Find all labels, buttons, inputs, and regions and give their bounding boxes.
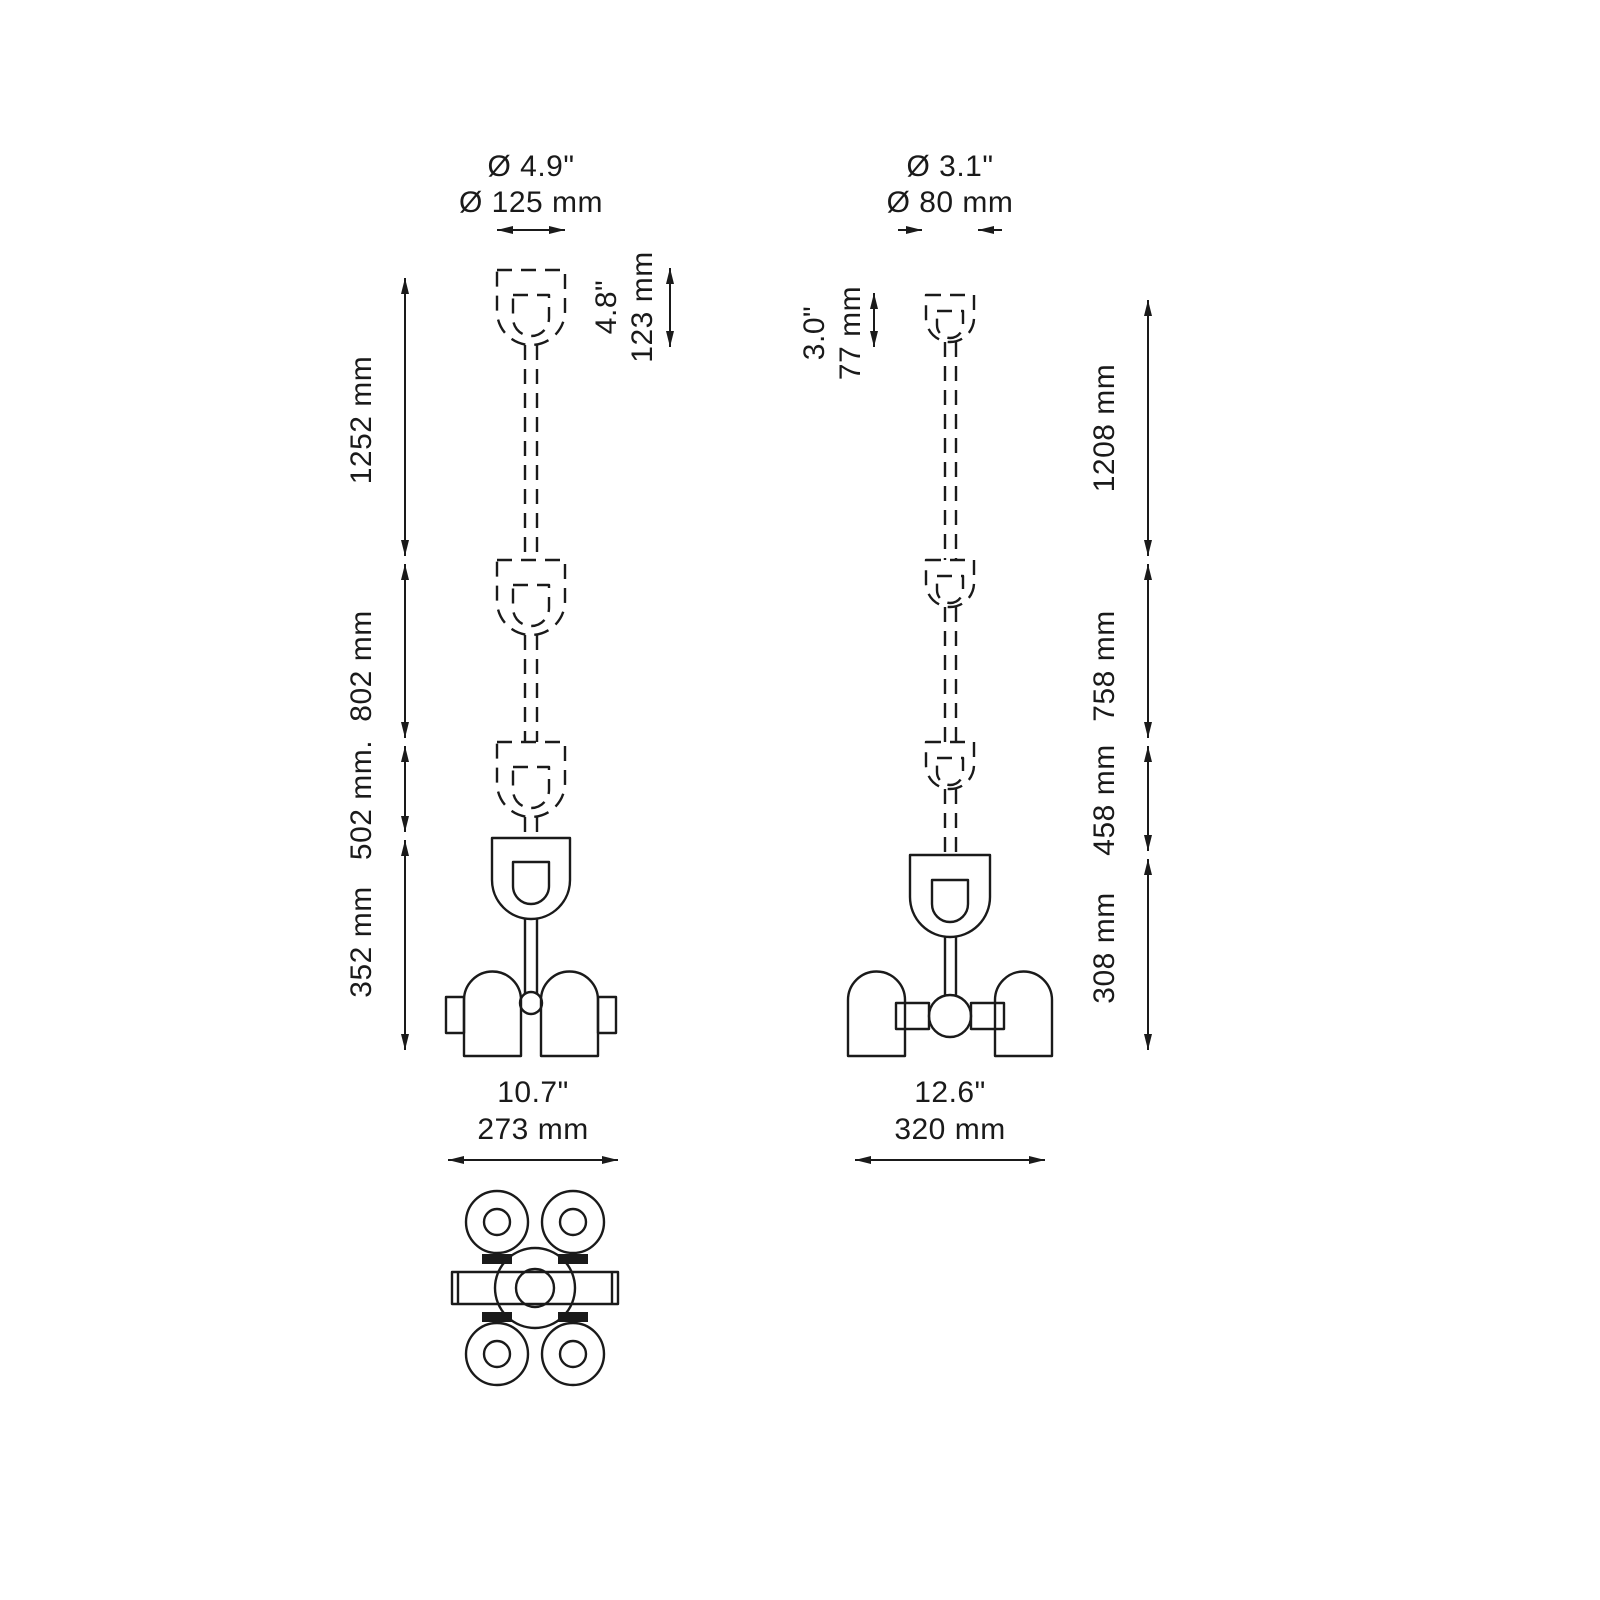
right-canopy-position-1-outer bbox=[924, 293, 976, 344]
left-canopy-position-2-outer bbox=[495, 558, 567, 637]
right-canopy-position-1-inner bbox=[935, 309, 965, 340]
right-figure-dimensions: Ø 3.1" Ø 80 mm 3.0" 77 mm 1208 mm 758 mm… bbox=[798, 150, 1152, 1164]
left-shade-right-socket bbox=[596, 995, 618, 1035]
right-shade-left-dome bbox=[846, 970, 907, 1058]
top-plan-view bbox=[450, 1189, 620, 1387]
left-canopy-solid-outer bbox=[490, 836, 572, 921]
right-shade-left-connector bbox=[894, 1001, 931, 1031]
top-view-bulb-outer bbox=[464, 1321, 530, 1387]
right-canopy-height-inches-label: 3.0" bbox=[798, 306, 831, 360]
right-shade-right-connector bbox=[969, 1001, 1006, 1031]
right-drop-label-758: 758 mm bbox=[1088, 610, 1121, 721]
left-figure-front-view bbox=[444, 268, 618, 1058]
right-canopy-position-3-outer bbox=[924, 740, 976, 791]
left-canopy-position-3-inner bbox=[511, 765, 551, 810]
top-view-bulb-inner bbox=[482, 1339, 512, 1369]
right-canopy-solid-outer bbox=[908, 853, 992, 939]
top-view-hub-inner bbox=[514, 1267, 556, 1309]
left-shade-left-dome bbox=[462, 970, 523, 1058]
top-view-socket bbox=[558, 1312, 588, 1322]
right-drop-label-308: 308 mm bbox=[1088, 892, 1121, 1003]
top-view-socket bbox=[482, 1254, 512, 1264]
right-canopy-position-2-inner bbox=[935, 574, 965, 605]
top-view-bulb-inner bbox=[558, 1207, 588, 1237]
left-canopy-height-mm-label: 123 mm bbox=[626, 251, 659, 362]
right-stem-dashed bbox=[943, 342, 958, 855]
left-canopy-height-inches-label: 4.8" bbox=[590, 280, 623, 334]
top-view-bar bbox=[450, 1270, 620, 1306]
left-stem-dashed bbox=[523, 345, 539, 838]
right-canopy-position-2-outer bbox=[924, 558, 976, 609]
left-shade-right-dome bbox=[539, 970, 600, 1058]
right-body-width-inches-label: 12.6" bbox=[914, 1076, 986, 1109]
right-figure-front-view bbox=[846, 293, 1054, 1058]
left-canopy-position-1-outer bbox=[495, 268, 567, 347]
top-view-bulb-inner bbox=[482, 1207, 512, 1237]
left-drop-label-802: 802 mm bbox=[345, 610, 378, 721]
left-canopy-position-1-inner bbox=[511, 293, 551, 338]
left-canopy-position-3-outer bbox=[495, 740, 567, 819]
top-view-socket bbox=[558, 1254, 588, 1264]
left-drop-label-1252: 1252 mm bbox=[345, 356, 378, 485]
left-canopy-position-2-inner bbox=[511, 583, 551, 628]
right-drop-label-458: 458 mm bbox=[1088, 744, 1121, 855]
left-shade-left-socket bbox=[444, 995, 466, 1035]
left-stem-solid bbox=[523, 919, 539, 993]
top-view-socket bbox=[482, 1312, 512, 1322]
left-canopy-solid-inner bbox=[511, 860, 551, 906]
left-canopy-diameter-mm-label: Ø 125 mm bbox=[459, 186, 603, 219]
left-canopy-diameter-inches-label: Ø 4.9" bbox=[487, 150, 574, 183]
left-figure-dimensions: Ø 4.9" Ø 125 mm 4.8" 123 mm 1252 mm 802 … bbox=[345, 150, 674, 1164]
top-view-hub-outer bbox=[493, 1246, 577, 1330]
top-view-bulb-inner bbox=[558, 1339, 588, 1369]
right-body-width-mm-label: 320 mm bbox=[894, 1113, 1005, 1146]
right-canopy-solid-inner bbox=[930, 878, 970, 924]
left-body-width-mm-label: 273 mm bbox=[477, 1113, 588, 1146]
top-view-bulb-outer bbox=[540, 1321, 606, 1387]
right-center-ball-joint bbox=[927, 993, 973, 1039]
right-canopy-diameter-mm-label: Ø 80 mm bbox=[887, 186, 1014, 219]
right-stem-solid bbox=[943, 937, 958, 996]
left-drop-label-352: 352 mm bbox=[345, 886, 378, 997]
left-stem-ball-joint bbox=[518, 990, 544, 1016]
right-drop-label-1208: 1208 mm bbox=[1088, 364, 1121, 493]
right-canopy-height-mm-label: 77 mm bbox=[834, 286, 867, 380]
right-canopy-diameter-inches-label: Ø 3.1" bbox=[906, 150, 993, 183]
right-shade-right-dome bbox=[993, 970, 1054, 1058]
top-view-bar-end-caps bbox=[456, 1272, 614, 1304]
left-body-width-inches-label: 10.7" bbox=[497, 1076, 569, 1109]
right-canopy-position-3-inner bbox=[935, 756, 965, 787]
top-view-bulb-outer bbox=[464, 1189, 530, 1255]
left-drop-label-502: 502 mm. bbox=[345, 740, 378, 860]
top-view-bulb-outer bbox=[540, 1189, 606, 1255]
